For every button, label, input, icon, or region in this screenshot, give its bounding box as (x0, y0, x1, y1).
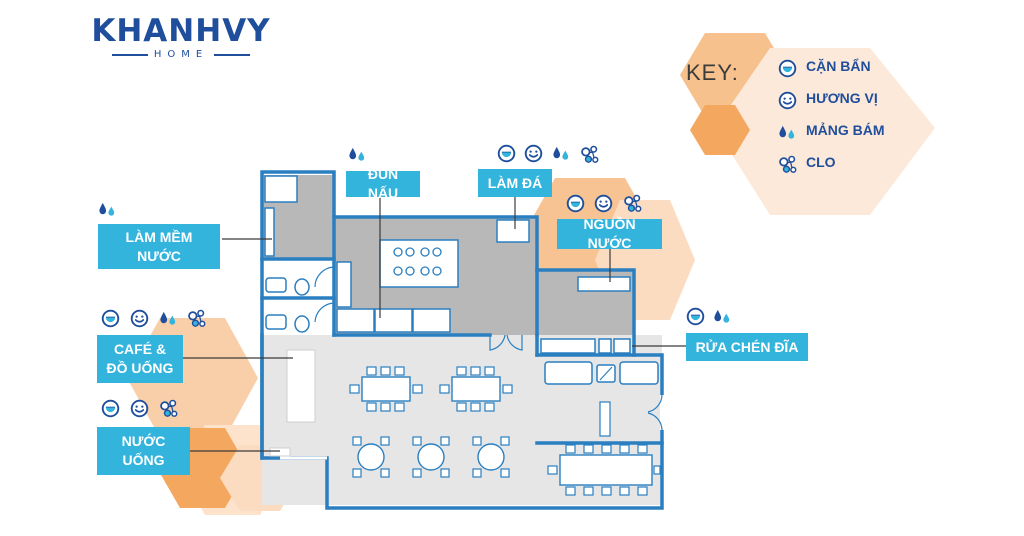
softener-cabinet (264, 175, 298, 203)
legend-label: CẶN BẨN (806, 58, 871, 74)
legend-label: CLO (806, 154, 836, 170)
sink (265, 314, 287, 330)
logo-sub: HOME (153, 49, 209, 60)
logo-brand: KHANHVY (91, 13, 271, 49)
dishwasher (598, 338, 612, 354)
sediment-icon (686, 307, 705, 326)
legend-item-taste: HƯƠNG VỊ (778, 90, 878, 106)
legend-label: MẢNG BÁM (806, 122, 885, 138)
kitchen-counter (412, 308, 451, 333)
legend-item-sediment: CẶN BẨN (778, 58, 871, 74)
sediment-icon (566, 194, 585, 213)
dining-tables (361, 376, 653, 486)
sink (265, 277, 287, 293)
sediment-icon (497, 144, 516, 163)
hexagon (690, 105, 750, 155)
logo-sub-row: HOME (76, 49, 286, 61)
label-cafe: CAFÉ & ĐỒ UỐNG (97, 335, 183, 383)
dishwash-counter (540, 338, 596, 354)
kitchen-door (489, 334, 523, 351)
logo-line (111, 54, 148, 56)
scale-icon (349, 147, 365, 161)
label-drinking-line1: NƯỚC (121, 433, 166, 449)
kitchen-counter (374, 308, 413, 333)
partition (599, 401, 611, 437)
scale-icon (714, 309, 730, 323)
label-water-source: NGUỒN NƯỚC (557, 216, 662, 251)
legend-title: KEY: (686, 60, 739, 85)
restroom-door (314, 302, 335, 323)
round-tables (357, 443, 505, 471)
booth-table-mark (599, 366, 613, 381)
stove-burners (393, 247, 442, 276)
water-station (269, 447, 291, 457)
restaurant-floor-plan (260, 170, 664, 510)
taste-icon (594, 194, 613, 213)
label-drinking-water: NƯỚC UỐNG (97, 427, 190, 475)
sediment-icon (101, 309, 120, 328)
taste-icon (130, 399, 149, 418)
exit-door (647, 394, 663, 431)
toilet (294, 278, 310, 296)
softener-tank (264, 207, 275, 257)
label-drinking-line2: UỐNG (122, 452, 165, 468)
round-table-chairs (352, 436, 510, 478)
taste-icon (130, 309, 149, 328)
chairs (349, 366, 661, 496)
sink (613, 338, 631, 354)
chlorine-icon (581, 145, 599, 164)
toilet (294, 315, 310, 333)
scale-icon (553, 146, 569, 160)
legend-label: HƯƠNG VỊ (806, 90, 878, 106)
kitchen-counter (336, 308, 375, 333)
cafe-bar (286, 349, 316, 423)
label-cafe-line1: CAFÉ & (113, 341, 167, 357)
label-ice: LÀM ĐÁ (478, 169, 552, 197)
kitchen-side-counter (336, 261, 352, 308)
water-source-unit (577, 276, 631, 292)
ice-machine (496, 219, 530, 243)
restroom-door (314, 266, 335, 288)
logo-line (214, 54, 251, 56)
label-dishwash: RỬA CHÉN ĐĨA (686, 333, 808, 361)
scale-icon (99, 202, 115, 216)
label-cafe-line2: ĐỒ UỐNG (106, 360, 174, 376)
label-softener: LÀM MỀM NƯỚC (98, 224, 220, 269)
legend-item-chlorine: CLO (778, 154, 836, 170)
hexagon (715, 48, 935, 215)
logo: KHANHVY HOME (76, 14, 286, 61)
label-cooking: ĐUN NẤU (346, 166, 420, 201)
taste-icon (524, 144, 543, 163)
sediment-icon (101, 399, 120, 418)
callout-lines (183, 196, 686, 452)
booth-seating (544, 361, 659, 385)
legend-item-scale: MẢNG BÁM (778, 122, 885, 138)
cooking-island (379, 239, 459, 288)
